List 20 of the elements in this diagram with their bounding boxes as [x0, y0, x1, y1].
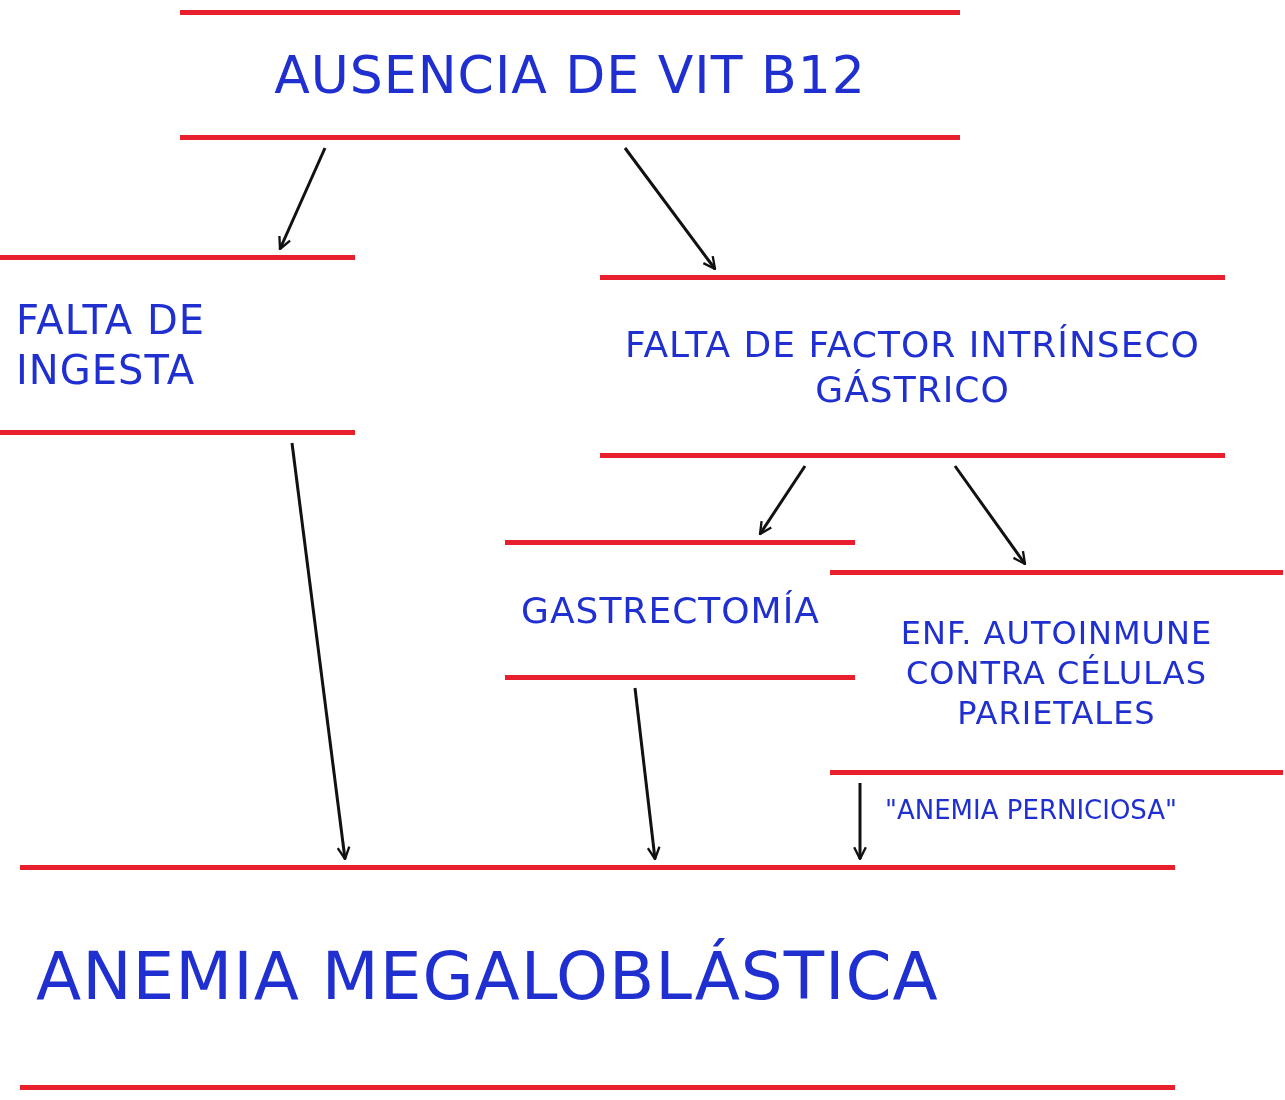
arrow: [278, 147, 327, 251]
text-band: [505, 540, 855, 680]
node-label: AUSENCIA DE VIT B12: [274, 43, 866, 107]
text-band: [0, 255, 355, 435]
arrow: [623, 147, 717, 271]
text-band: [830, 570, 1283, 775]
arrow: [853, 783, 867, 861]
text-band: [20, 865, 1175, 1090]
text-band: [180, 10, 960, 140]
note-text: "ANEMIA PERNICIOSA": [885, 795, 1178, 825]
node-label: ENF. AUTOINMUNE CONTRA CÉLULAS PARIETALES: [899, 612, 1214, 733]
arrow: [953, 465, 1027, 566]
node-label: GASTRECTOMÍA: [521, 588, 820, 633]
text-band: [600, 275, 1225, 458]
node-label: FALTA DE FACTOR INTRÍNSECO GÁSTRICO: [624, 322, 1201, 412]
node-label: FALTA DE INGESTA: [16, 296, 206, 395]
arrow: [633, 687, 661, 861]
arrow: [290, 442, 351, 861]
arrow: [758, 465, 807, 536]
node-label: ANEMIA MEGALOBLÁSTICA: [36, 937, 939, 1018]
